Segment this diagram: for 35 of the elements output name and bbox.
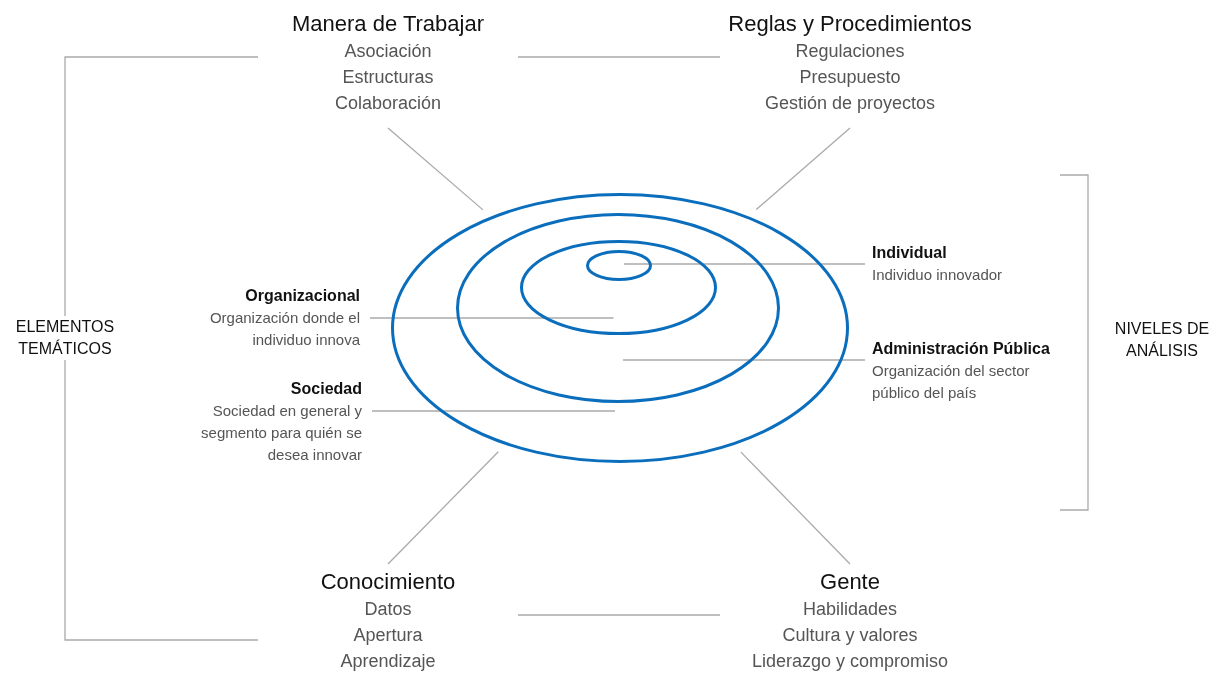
heading-text: Conocimiento — [319, 568, 457, 596]
connector-line — [369, 317, 615, 319]
list-item-text: Datos — [363, 598, 413, 621]
description-text: Individuo innovador — [872, 265, 1004, 285]
description-text: Organización del sector público del país — [872, 361, 1031, 403]
list-item-text: Colaboración — [333, 92, 443, 115]
connector-line — [387, 451, 499, 565]
list-item-text: Cultura y valores — [781, 624, 919, 647]
list-item-text: Estructuras — [341, 66, 435, 89]
connector-line — [517, 614, 721, 616]
list-item-text: Aprendizaje — [339, 650, 437, 673]
heading-text: Manera de Trabajar — [291, 10, 485, 38]
list-item-text: Asociación — [343, 40, 433, 63]
list-item-text: Regulaciones — [794, 40, 906, 63]
connector-line — [517, 56, 721, 58]
heading-text: Reglas y Procedimientos — [727, 10, 973, 38]
bracket-line — [64, 56, 259, 641]
connector-line — [622, 359, 866, 361]
list-item-text: Habilidades — [801, 598, 899, 621]
connector-line — [740, 451, 851, 565]
connector-line — [387, 127, 484, 211]
heading-text: Gente — [819, 568, 881, 596]
heading-text: Organizacional — [244, 286, 360, 306]
description-text: Sociedad en general y segmento para quién se desea innovar — [200, 401, 362, 465]
connector-line — [371, 410, 616, 412]
heading-text: Administración Pública — [872, 339, 1051, 359]
description-text: Organización donde el individuo innova — [208, 308, 360, 350]
list-item-text: Gestión de proyectos — [763, 92, 937, 115]
heading-text: Individual — [872, 243, 948, 263]
list-item-text: Presupuesto — [798, 66, 902, 89]
connector-line — [755, 127, 851, 211]
heading-text: Sociedad — [289, 379, 362, 399]
list-item-text: Apertura — [352, 624, 424, 647]
connector-line — [623, 263, 866, 265]
list-item-text: Liderazgo y compromiso — [750, 650, 950, 673]
